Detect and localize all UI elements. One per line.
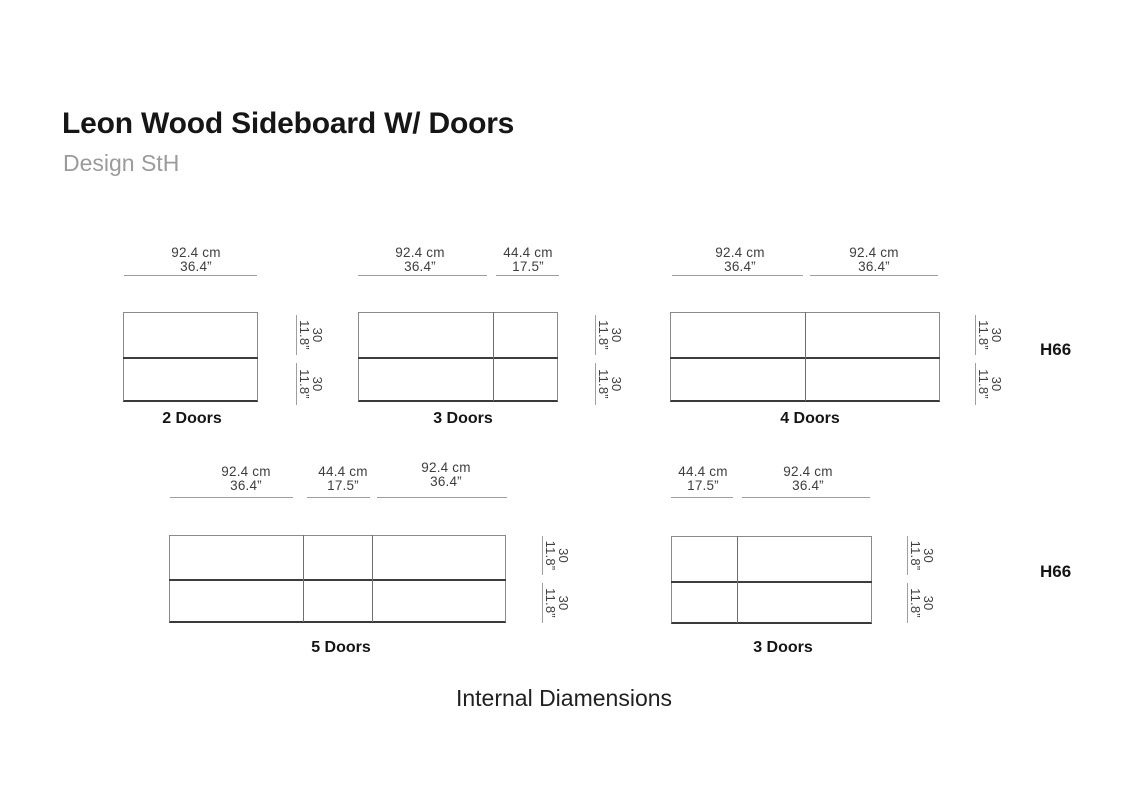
height-dim-label: 30 11.8” [907,583,936,623]
width-dim-label: 92.4 cm 36.4” [171,245,221,274]
shelf-divider [671,581,872,583]
width-dim-line [377,497,507,498]
shelf-divider [358,357,558,359]
height-dim-label: 30 11.8” [296,315,325,355]
cabinet-outline [671,536,872,624]
shelf-divider [169,579,506,581]
width-dim-line [671,497,733,498]
door-count-label: 5 Doors [311,639,371,656]
footer-caption: Internal Diamensions [455,685,673,711]
page-subtitle: Design StH [63,150,180,176]
width-dim-line [358,275,487,276]
page-title: Leon Wood Sideboard W/ Doors [62,107,515,140]
width-dim-line [124,275,257,276]
cabinet-outline [358,312,558,402]
width-dim-label: 92.4 cm 36.4” [715,245,765,274]
height-dim-label: 30 11.8” [542,536,571,575]
width-dim-line [742,497,870,498]
cabinet-outline [169,535,506,623]
width-dim-label: 92.4 cm 36.4” [421,460,471,489]
width-dim-label: 44.4 cm 17.5” [678,464,728,493]
height-dim-label: 30 11.8” [542,583,571,623]
door-count-label: 4 Doors [780,410,840,427]
width-dim-label: 44.4 cm 17.5” [503,245,553,274]
door-divider [493,312,494,401]
height-dim-label: 30 11.8” [296,363,325,405]
width-dim-line [810,275,938,276]
door-divider [303,535,304,622]
door-count-label: 2 Doors [162,410,222,427]
width-dim-line [307,497,370,498]
width-dim-label: 92.4 cm 36.4” [849,245,899,274]
width-dim-line [672,275,803,276]
width-dim-label: 92.4 cm 36.4” [221,464,271,493]
door-divider [805,312,806,401]
width-dim-label: 44.4 cm 17.5” [318,464,368,493]
height-dim-label: 30 11.8” [907,536,936,575]
door-divider [737,536,738,623]
height-code-label: H66 [1040,340,1072,359]
height-dim-label: 30 11.8” [975,363,1004,405]
shelf-divider [123,357,258,359]
width-dim-line [170,497,293,498]
door-count-label: 3 Doors [753,639,813,656]
cabinet-outline [670,312,940,402]
door-divider [372,535,373,622]
height-dim-label: 30 11.8” [595,363,624,405]
width-dim-line [496,275,559,276]
height-code-label: H66 [1040,562,1072,581]
height-dim-label: 30 11.8” [595,315,624,355]
width-dim-label: 92.4 cm 36.4” [783,464,833,493]
cabinet-outline [123,312,258,402]
door-count-label: 3 Doors [433,410,493,427]
width-dim-label: 92.4 cm 36.4” [395,245,445,274]
height-dim-label: 30 11.8” [975,315,1004,355]
